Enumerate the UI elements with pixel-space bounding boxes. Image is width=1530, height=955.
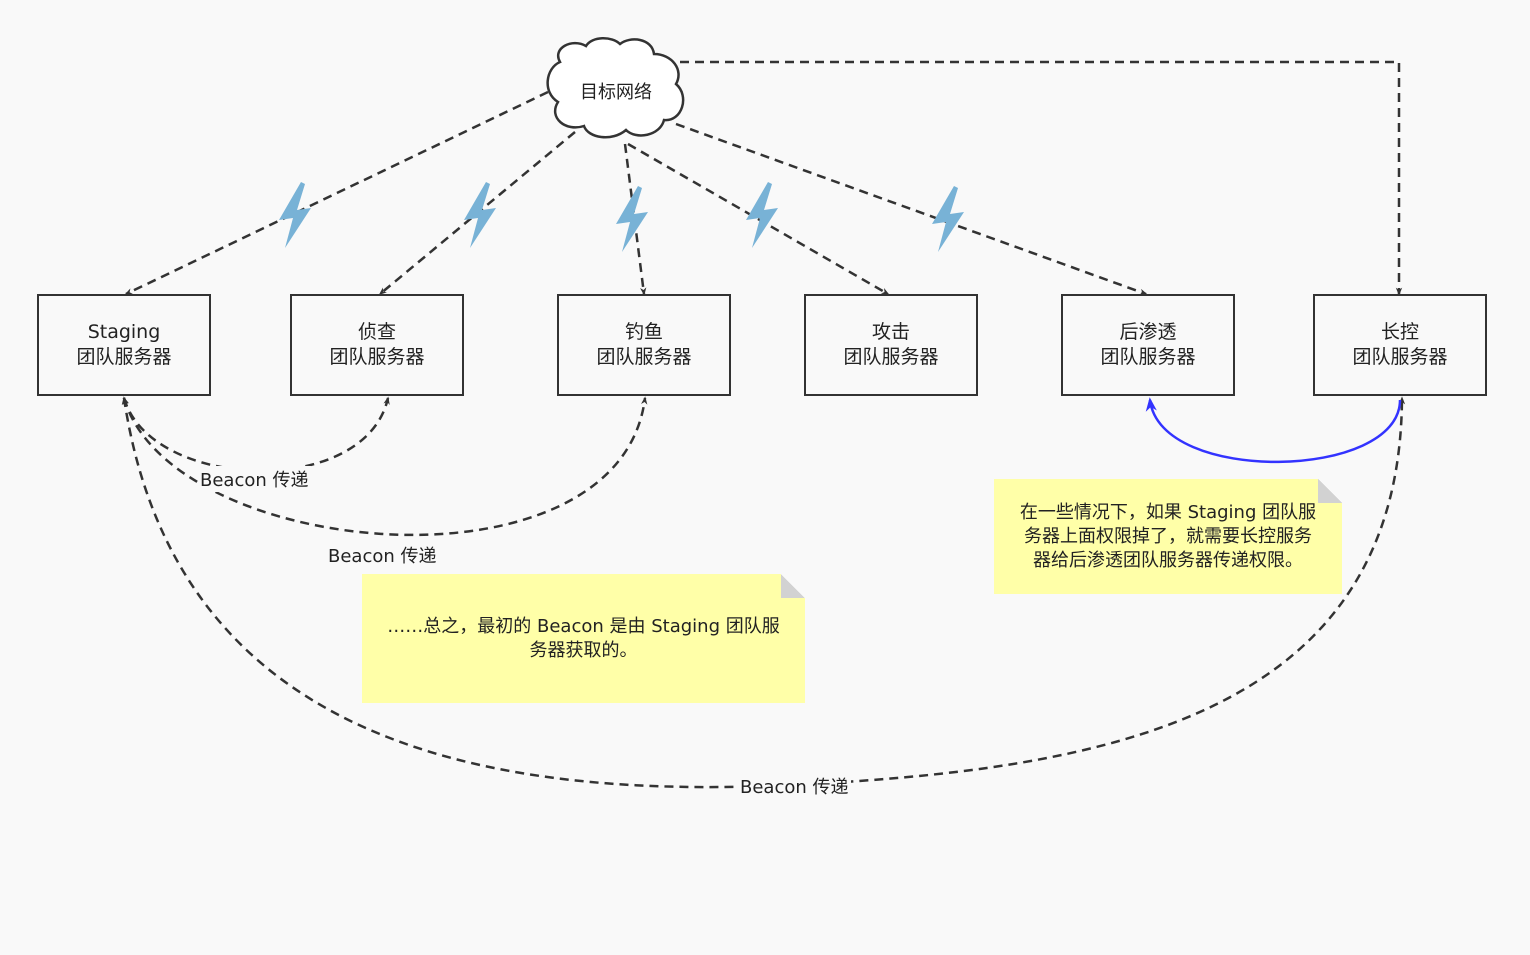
note-fold-icon [1318,479,1342,503]
server-role: 团队服务器 [843,346,939,368]
attack-server-box: 攻击 团队服务器 [804,294,978,396]
server-name: 长控 [1380,321,1419,343]
edge-staging-phishing [122,396,648,537]
lightning-icon [279,182,311,248]
server-role: 团队服务器 [329,346,425,368]
server-name: Staging [87,321,161,343]
edge-network-attack [627,142,890,296]
lightning-icon [932,186,964,252]
note-left-line2: 务器获取的。 [529,639,638,661]
edge-label-long-term: Beacon 传递 [738,773,851,799]
long-term-server-box: 长控 团队服务器 [1313,294,1487,396]
edge-network-staging [124,90,549,296]
note-right: 在一些情况下，如果 Staging 团队服 务器上面权限掉了，就需要长控服务 器… [994,479,1342,594]
edge-longterm-post [1145,397,1402,464]
server-role: 团队服务器 [76,346,172,368]
lightning-icon [746,182,778,248]
edge-network-post [675,122,1148,296]
lightning-icon [464,182,496,248]
edge-network-longterm [680,60,1403,296]
note-right-line1: 在一些情况下，如果 Staging 团队服 [1019,501,1317,523]
server-role: 团队服务器 [1100,346,1196,368]
target-network-label: 目标网络 [580,82,652,103]
phishing-server-box: 钓鱼 团队服务器 [557,294,731,396]
post-exploitation-server-box: 后渗透 团队服务器 [1061,294,1235,396]
server-name: 攻击 [871,321,910,343]
server-name: 后渗透 [1119,321,1177,343]
cloud-icon [546,37,685,139]
staging-server-box: Staging 团队服务器 [37,294,211,396]
note-left-line1: ……总之，最初的 Beacon 是由 Staging 团队服 [387,615,780,637]
note-right-line3: 器给后渗透团队服务器传递权限。 [1033,549,1303,571]
server-name: 侦查 [357,321,396,343]
edge-staging-recon [122,396,390,473]
recon-server-box: 侦查 团队服务器 [290,294,464,396]
server-role: 团队服务器 [1352,346,1448,368]
note-fold-icon [781,574,805,598]
edge-label-recon: Beacon 传递 [198,466,311,492]
note-left: ……总之，最初的 Beacon 是由 Staging 团队服 务器获取的。 [362,574,805,703]
edge-label-phishing: Beacon 传递 [326,542,439,568]
server-role: 团队服务器 [596,346,692,368]
note-right-line2: 务器上面权限掉了，就需要长控服务 [1024,525,1312,547]
server-name: 钓鱼 [624,321,663,343]
